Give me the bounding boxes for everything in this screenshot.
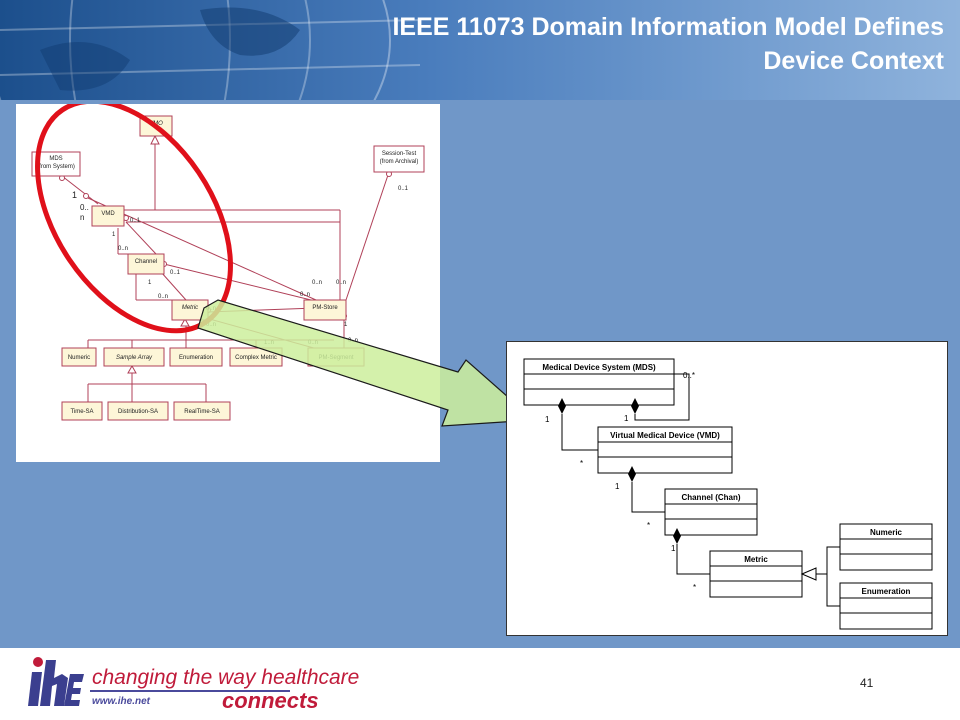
title-line-1: IEEE 11073 Domain Information Model Defi… [392, 13, 944, 41]
class-session-test-sub: (from Archival) [380, 159, 419, 165]
class-session-test: Session-Test [382, 151, 417, 157]
class-channel: Channel [135, 259, 157, 265]
mult-0n-b: n [80, 213, 84, 222]
class-metric: Metric [182, 305, 198, 311]
mult-01-vmd: 0..1 [130, 218, 141, 224]
mult-0n-seg: 0..n [348, 338, 358, 344]
mult-0n-store2: 0..n [336, 280, 346, 286]
class-pm-segment: PM-Segment [318, 355, 353, 361]
class-vmd: VMD [101, 211, 115, 217]
detail-mult-vmd-chan: 1 [615, 482, 620, 491]
mult-0n-m3: 0..n [308, 340, 318, 346]
detail-mult-mds-vmd: 1 [624, 414, 629, 423]
class-distribution-sa: Distribution-SA [118, 409, 158, 415]
footer-tagline: changing the way healthcare [92, 666, 360, 689]
class-sample-array: Sample Array [116, 355, 153, 361]
mult-01-chan: 0..1 [170, 270, 181, 276]
detail-mult-vmd-star: * [580, 459, 583, 468]
detail-mult-mds-1: 1 [545, 415, 550, 424]
detail-mult-mds-self: 0..* [683, 371, 695, 380]
mult-0n-store3: 0..n [300, 292, 310, 298]
mult-01-sess: 0..1 [398, 186, 409, 192]
detail-class-mds: Medical Device System (MDS) [542, 363, 656, 372]
title-line-2: Device Context [763, 47, 944, 75]
class-complex-metric: Complex Metric [235, 355, 277, 361]
slide-header: IEEE 11073 Domain Information Model Defi… [0, 0, 960, 100]
mult-0n-chan: 0..n [118, 246, 128, 252]
class-pm-store: PM-Store [312, 305, 338, 311]
detail-uml-svg: Medical Device System (MDS) Virtual Medi… [523, 358, 933, 630]
mult-0n-store1: 0..n [312, 280, 322, 286]
overview-uml-diagram: VMO MDS (from System) Session-Test (from… [16, 98, 440, 462]
detail-class-enumeration: Enumeration [862, 587, 911, 596]
detail-uml-diagram: Medical Device System (MDS) Virtual Medi… [506, 341, 948, 636]
slide-title: IEEE 11073 Domain Information Model Defi… [392, 10, 944, 78]
page-number: 41 [860, 676, 874, 690]
mult-1: 1 [72, 190, 77, 200]
detail-mult-chan-metric: 1 [671, 544, 676, 553]
ihe-logo-icon [28, 657, 84, 706]
detail-class-numeric: Numeric [870, 528, 903, 537]
detail-class-vmd: Virtual Medical Device (VMD) [610, 431, 720, 440]
mult-0n-metric: 0..n [158, 294, 168, 300]
mult-1-vmd: 1 [112, 232, 116, 238]
mult-0n-a: 0.. [80, 203, 89, 212]
slide-footer [0, 648, 960, 720]
class-enumeration: Enumeration [179, 355, 213, 361]
class-realtime-sa: RealTime-SA [184, 409, 219, 415]
detail-mult-metric-star: * [693, 583, 696, 592]
mult-1n: 1..n [264, 340, 274, 346]
detail-class-channel: Channel (Chan) [681, 493, 740, 502]
class-numeric: Numeric [68, 355, 90, 361]
footer-url[interactable]: www.ihe.net [92, 696, 150, 707]
overview-uml-svg: VMO MDS (from System) Session-Test (from… [31, 98, 425, 421]
mult-1-store: 1 [344, 322, 348, 328]
class-time-sa: Time-SA [70, 409, 93, 415]
footer-underline [90, 690, 290, 692]
footer-connects: connects [222, 688, 319, 713]
mult-1-chan: 1 [148, 280, 152, 286]
detail-class-metric: Metric [744, 555, 768, 564]
highlight-ellipse [35, 98, 233, 334]
class-mds: MDS [49, 156, 62, 162]
globe-background [0, 0, 421, 100]
class-mds-sub: (from System) [37, 164, 75, 170]
detail-mult-chan-star: * [647, 521, 650, 530]
